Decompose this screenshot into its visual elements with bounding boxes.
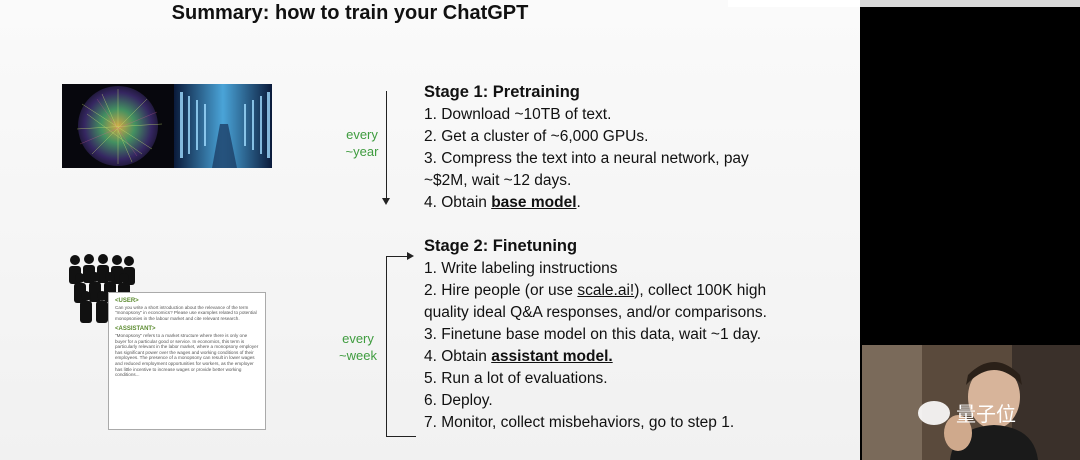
- stage1-arrow-line: [386, 91, 387, 199]
- stage2-step-7: 7. Monitor, collect misbehaviors, go to …: [424, 414, 735, 431]
- stage1-frequency-line2: ~year: [345, 144, 379, 159]
- stage1-arrow-head: [382, 198, 390, 205]
- slide: Summary: how to train your ChatGPT: [0, 0, 860, 460]
- user-message: Can you write a short introduction about…: [115, 304, 257, 321]
- stage2-block: Stage 2: Finetuning 1. Write labeling in…: [424, 237, 767, 434]
- stage1-step-4-suffix: .: [576, 194, 581, 211]
- stage1-block: Stage 1: Pretraining 1. Download ~10TB o…: [424, 83, 749, 214]
- stage2-step-3: 3. Finetune base model on this data, wai…: [424, 326, 762, 343]
- network-datacenter-image: [62, 84, 272, 168]
- stage2-heading: Stage 2: Finetuning: [424, 237, 578, 255]
- stage1-step-4: 4. Obtain base model.: [424, 192, 749, 214]
- stage2-step-2-suffix: ), collect 100K high: [634, 282, 767, 299]
- stage1-step-3-cont: ~$2M, wait ~12 days.: [424, 172, 572, 189]
- top-subtitle-strip: [728, 0, 1080, 7]
- stage2-loop-top: [386, 256, 408, 257]
- wechat-icon: [918, 400, 950, 425]
- base-model-label: base model: [491, 194, 577, 211]
- qa-example-card: <USER> Can you write a short introductio…: [108, 292, 266, 430]
- stage2-frequency-line1: every: [342, 331, 374, 346]
- stage1-frequency-line1: every: [346, 127, 378, 142]
- assistant-message: "Monopsony" refers to a market structure…: [115, 332, 259, 378]
- stage2-steps: 1. Write labeling instructions 2. Hire p…: [424, 258, 767, 434]
- stage2-loop-arrow-head: [407, 252, 414, 260]
- stage2-frequency: every ~week: [328, 330, 388, 364]
- stage1-heading: Stage 1: Pretraining: [424, 83, 580, 101]
- assistant-model-label: assistant model.: [491, 348, 613, 365]
- stage1-step-2: 2. Get a cluster of ~6,000 GPUs.: [424, 128, 649, 145]
- stage2-frequency-line2: ~week: [339, 348, 377, 363]
- stage1-steps: 1. Download ~10TB of text. 2. Get a clus…: [424, 104, 749, 214]
- presenter-image: [862, 345, 1080, 460]
- stage1-step-3: 3. Compress the text into a neural netwo…: [424, 150, 749, 167]
- stage2-step-5: 5. Run a lot of evaluations.: [424, 370, 608, 387]
- slide-title: Summary: how to train your ChatGPT: [171, 2, 529, 24]
- stage2-step-4: 4. Obtain assistant model.: [424, 346, 767, 368]
- pretraining-image: [62, 84, 272, 173]
- stage2-step-2-prefix: 2. Hire people (or use: [424, 282, 578, 299]
- user-role-label: <USER>: [115, 298, 139, 304]
- watermark: 量子位: [918, 398, 1016, 427]
- watermark-text: 量子位: [956, 402, 1016, 426]
- stage2-step-6: 6. Deploy.: [424, 392, 493, 409]
- assistant-role-label: <ASSISTANT>: [115, 326, 156, 333]
- stage2-loop-line: [386, 256, 387, 436]
- stage2-step-1: 1. Write labeling instructions: [424, 260, 618, 277]
- stage1-step-1: 1. Download ~10TB of text.: [424, 106, 612, 123]
- stage2-loop-bottom: [386, 436, 416, 437]
- webcam-feed: [862, 345, 1080, 460]
- stage2-step-2-cont: quality ideal Q&A responses, and/or comp…: [424, 304, 767, 321]
- stage2-step-4-prefix: 4. Obtain: [424, 348, 492, 365]
- scale-ai-link[interactable]: scale.ai!: [577, 282, 635, 299]
- stage1-frequency: every ~year: [332, 126, 392, 160]
- stage1-step-4-prefix: 4. Obtain: [424, 194, 492, 211]
- stage2-step-2: 2. Hire people (or use scale.ai!), colle…: [424, 280, 767, 302]
